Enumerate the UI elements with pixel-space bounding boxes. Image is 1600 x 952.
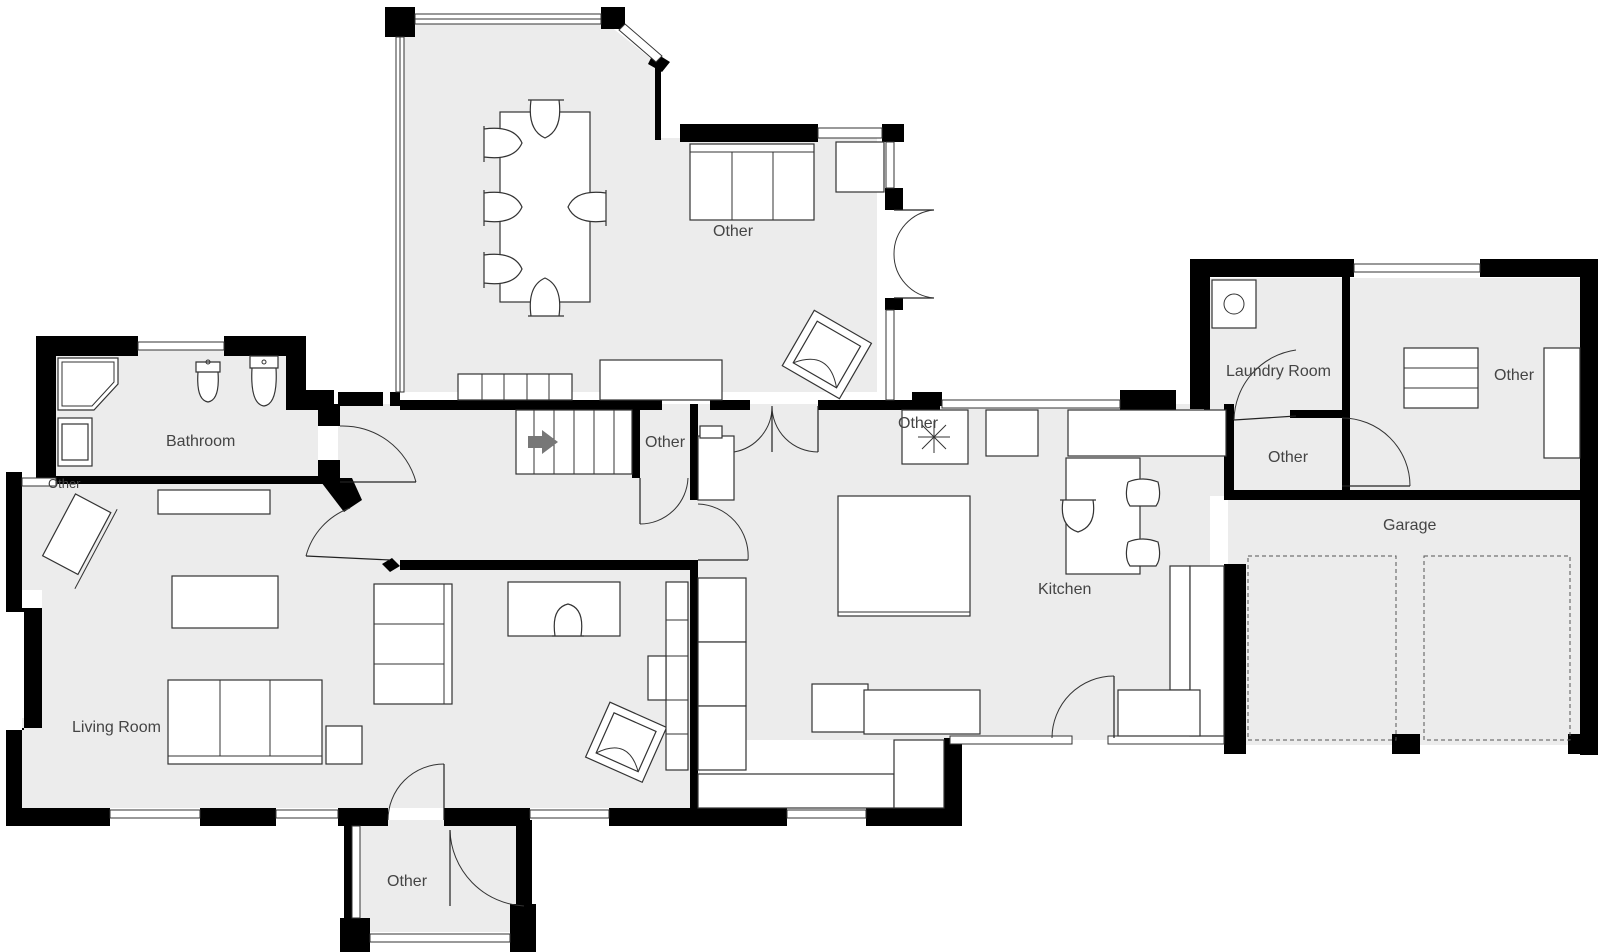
storage-unit bbox=[457, 373, 573, 401]
windows bbox=[21, 13, 1481, 943]
dining-chairs bbox=[483, 99, 607, 317]
porch-floor bbox=[360, 820, 524, 932]
bathroom-label: Bathroom bbox=[166, 433, 235, 450]
kitchen-island bbox=[837, 495, 971, 617]
laundry-other-label: Other bbox=[1268, 449, 1309, 466]
living-armchair bbox=[584, 701, 668, 784]
walls bbox=[6, 7, 1598, 952]
dining-sofa bbox=[689, 143, 815, 221]
furniture bbox=[41, 99, 1581, 809]
bath-strip-other-label: Other bbox=[48, 476, 81, 491]
garage-label: Garage bbox=[1383, 517, 1436, 534]
kitchen-label: Kitchen bbox=[1038, 581, 1091, 598]
hall-other-label: Other bbox=[645, 434, 686, 451]
washing-machine bbox=[1211, 279, 1257, 329]
exercise-bench-icon bbox=[41, 493, 118, 589]
snowflake-icon bbox=[918, 421, 950, 453]
staircase bbox=[515, 409, 633, 475]
laundry-room-label: Laundry Room bbox=[1226, 363, 1331, 380]
doors bbox=[305, 209, 1571, 907]
dining-armchair bbox=[781, 309, 873, 400]
living-sofa bbox=[167, 679, 323, 765]
porch-other-label: Other bbox=[387, 873, 428, 890]
living-console bbox=[157, 489, 271, 515]
coffee-table bbox=[171, 575, 279, 629]
living-room-label: Living Room bbox=[72, 719, 161, 736]
stair-direction-arrow-icon bbox=[528, 430, 558, 454]
bathroom-fixtures bbox=[57, 355, 279, 467]
loveseat bbox=[373, 583, 453, 705]
kitchen-top-other-label: Other bbox=[898, 415, 939, 432]
dining-other-label: Other bbox=[713, 223, 754, 240]
garage-other-label: Other bbox=[1494, 367, 1535, 384]
garage-shelf bbox=[1403, 347, 1479, 409]
side-table bbox=[325, 725, 363, 765]
room-labels: Other Bathroom Other Other Other Laundry… bbox=[48, 223, 1535, 890]
